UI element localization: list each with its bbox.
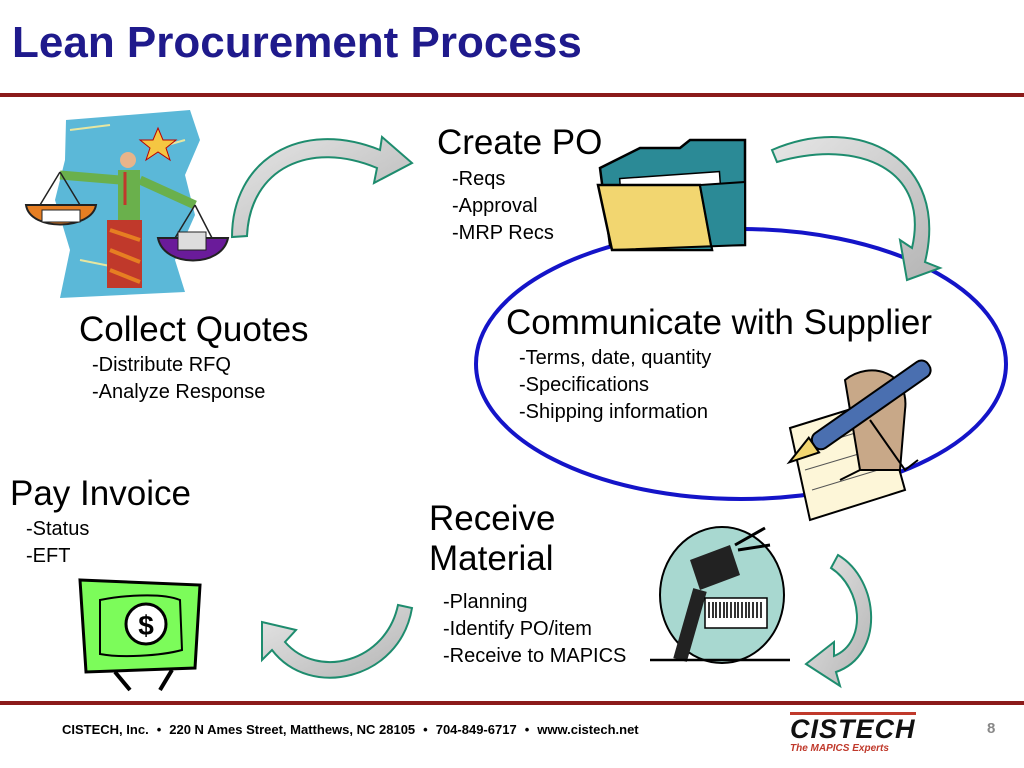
- list-item: -Terms, date, quantity: [519, 347, 712, 369]
- list-item: -Receive to MAPICS: [443, 645, 627, 667]
- list-item: -Shipping information: [519, 401, 708, 423]
- list-item: -Reqs: [452, 168, 506, 190]
- scales-businessman-icon: [24, 110, 230, 298]
- receive-heading-line1: Receive: [429, 499, 556, 538]
- receive-material-heading: Receive Material: [429, 499, 555, 580]
- footer-divider: [0, 701, 1024, 705]
- title-divider: [0, 93, 1024, 97]
- list-item: -Distribute RFQ: [92, 354, 231, 376]
- list-item: -Specifications: [519, 374, 650, 396]
- list-item: -EFT: [26, 545, 71, 567]
- pay-invoice-heading: Pay Invoice: [10, 474, 191, 513]
- circular-arrow-icon: [261, 603, 414, 679]
- list-item: -Approval: [452, 195, 538, 217]
- communicate-list: -Terms, date, quantity -Specifications -…: [519, 345, 711, 426]
- footer-phone: 704-849-6717: [435, 722, 517, 737]
- footer-contact: CISTECH, Inc.•220 N Ames Street, Matthew…: [62, 722, 639, 737]
- pen-signing-icon: [786, 359, 932, 522]
- create-po-heading: Create PO: [437, 123, 603, 162]
- create-po-list: -Reqs -Approval -MRP Recs: [452, 166, 554, 247]
- collect-quotes-list: -Distribute RFQ -Analyze Response: [92, 352, 265, 406]
- communicate-heading: Communicate with Supplier: [506, 303, 933, 342]
- dollar-bill-icon: $: [78, 578, 202, 692]
- collect-quotes-heading: Collect Quotes: [79, 310, 309, 349]
- svg-text:$: $: [138, 610, 154, 641]
- list-item: -Identify PO/item: [443, 618, 592, 640]
- receive-material-list: -Planning -Identify PO/item -Receive to …: [443, 589, 626, 670]
- list-item: -Status: [26, 518, 90, 540]
- pay-invoice-list: -Status -EFT: [26, 516, 89, 570]
- footer-company: CISTECH, Inc.: [62, 722, 149, 737]
- page-number: 8: [987, 720, 996, 737]
- receive-heading-line2: Material: [429, 539, 554, 579]
- circular-arrow-icon: [230, 135, 414, 239]
- footer-address: 220 N Ames Street, Matthews, NC 28105: [169, 722, 416, 737]
- circular-arrow-icon: [770, 136, 943, 282]
- barcode-scanner-icon: [650, 526, 790, 664]
- company-logo: CISTECH The MAPICS Experts: [790, 712, 950, 754]
- circular-arrow-icon: [804, 553, 873, 689]
- slide-title: Lean Procurement Process: [12, 18, 582, 67]
- list-item: -MRP Recs: [452, 222, 554, 244]
- folder-icon: [596, 138, 747, 252]
- footer-website[interactable]: www.cistech.net: [537, 722, 639, 737]
- list-item: -Planning: [443, 591, 528, 613]
- logo-wordmark: CISTECH: [790, 712, 916, 744]
- list-item: -Analyze Response: [92, 381, 266, 403]
- logo-tagline: The MAPICS Experts: [790, 743, 889, 754]
